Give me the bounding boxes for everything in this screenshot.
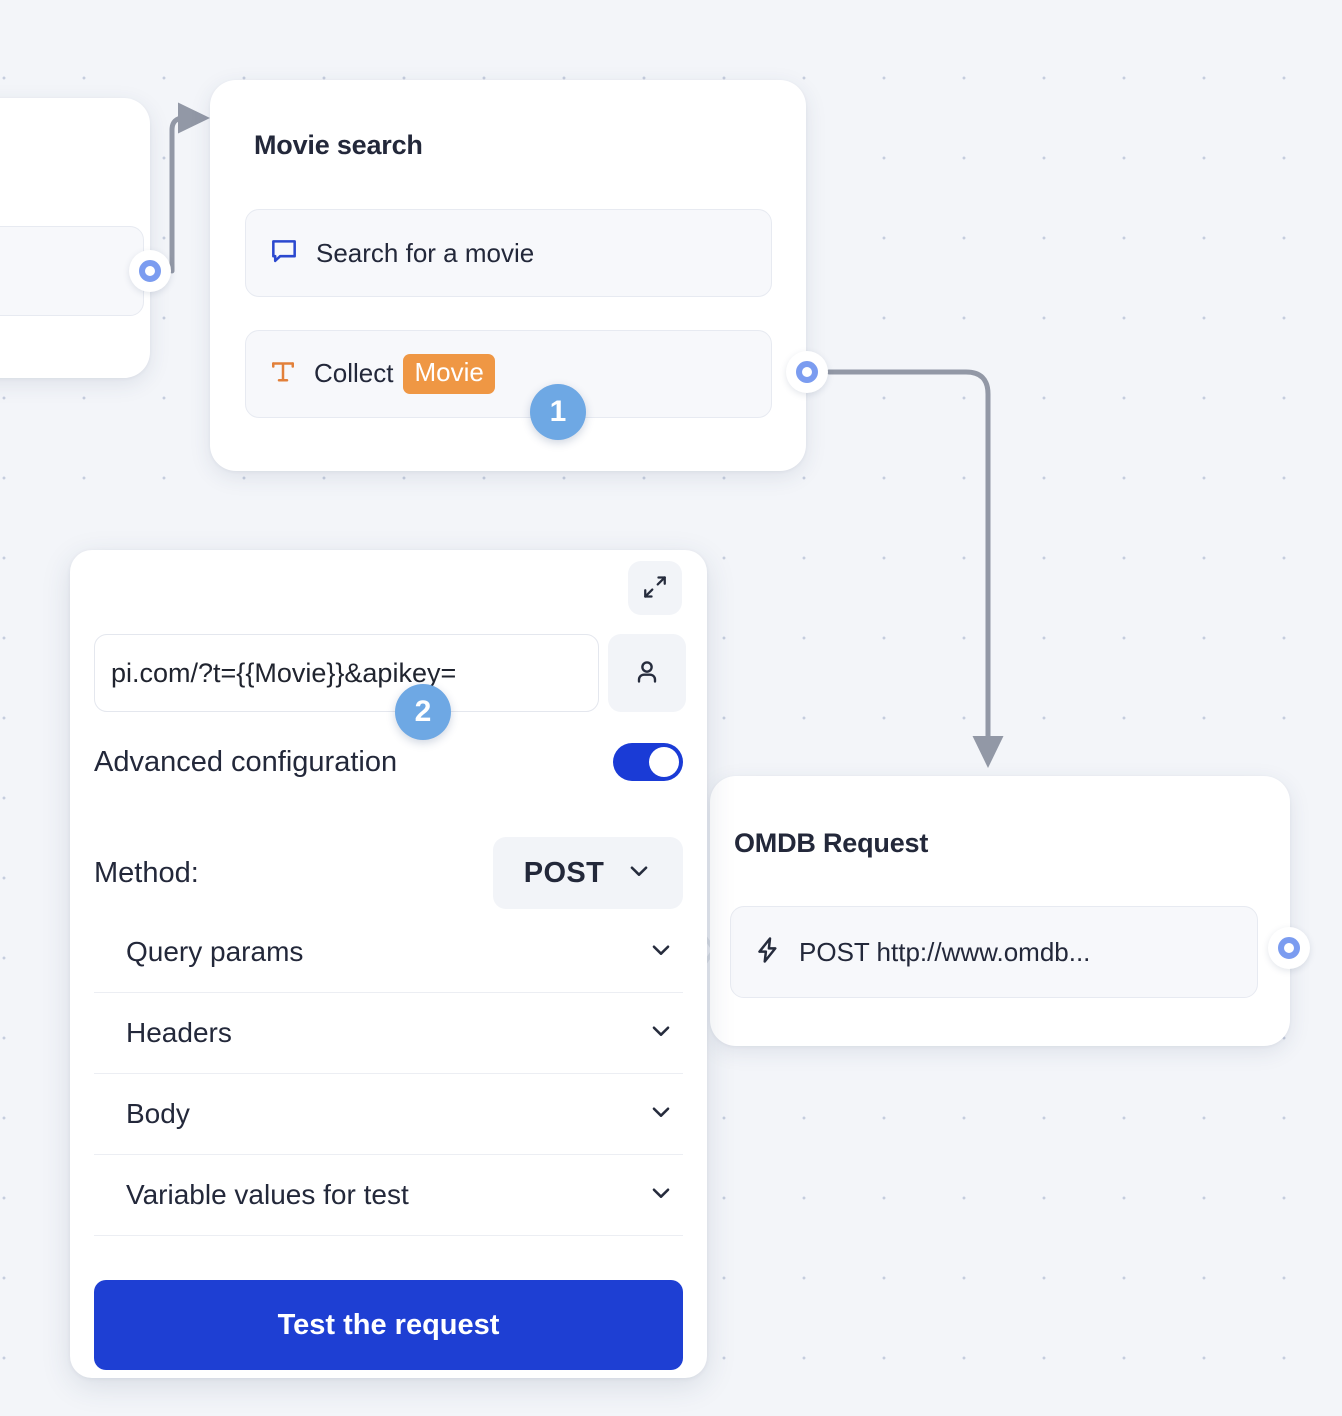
person-icon [632, 657, 662, 690]
chevron-down-icon [648, 1018, 674, 1049]
advanced-configuration-toggle[interactable] [613, 743, 683, 781]
node-movie-search-title: Movie search [254, 130, 423, 160]
advanced-configuration-row[interactable]: Advanced configuration [94, 743, 683, 781]
text-type-icon [268, 357, 298, 392]
section-headers[interactable]: Headers [94, 993, 683, 1074]
callout-badge-2: 2 [395, 684, 451, 740]
node-row-collect-movie[interactable]: Collect Movie [245, 330, 772, 418]
section-variable-values-for-test[interactable]: Variable values for test [94, 1155, 683, 1236]
method-label: Method: [94, 856, 199, 889]
wire-partial-to-movie-search [169, 102, 210, 274]
node-movie-search[interactable]: Movie search Search for a movie [210, 80, 806, 471]
test-the-request-button[interactable]: Test the request [94, 1280, 683, 1370]
node-row-omdb-label: POST http://www.omdb... [799, 936, 1091, 967]
node-row-search-for-a-movie[interactable]: Search for a movie [245, 209, 772, 297]
port-partial-node-output[interactable] [129, 250, 171, 292]
chevron-down-icon [648, 1180, 674, 1211]
callout-badge-1: 1 [530, 384, 586, 440]
chevron-down-icon [648, 1099, 674, 1130]
advanced-configuration-label: Advanced configuration [94, 745, 398, 778]
node-omdb-request-title: OMDB Request [734, 828, 929, 858]
expand-panel-button[interactable] [628, 561, 682, 615]
chevron-down-icon [626, 858, 652, 889]
section-body[interactable]: Body [94, 1074, 683, 1155]
port-omdb-request-output[interactable] [1268, 927, 1310, 969]
node-row-collect-label: Collect Movie [314, 354, 495, 394]
section-variable-values-label: Variable values for test [126, 1179, 409, 1210]
lightning-bolt-icon [753, 935, 783, 970]
toggle-knob [649, 747, 679, 777]
section-headers-label: Headers [126, 1017, 232, 1048]
method-row: Method: POST [94, 837, 683, 909]
request-auth-button[interactable] [608, 634, 686, 712]
chat-bubble-icon [268, 235, 300, 272]
wire-movie-search-to-omdb [826, 369, 1004, 768]
node-row-collect-text: Collect [314, 358, 394, 389]
node-row-omdb-post[interactable]: POST http://www.omdb... [730, 906, 1258, 998]
port-movie-search-output[interactable] [786, 351, 828, 393]
request-sections-accordion: Query params Headers Body [94, 912, 683, 1236]
node-omdb-request[interactable]: OMDB Request POST http://www.omdb... [710, 776, 1290, 1046]
node-row-search-label: Search for a movie [316, 237, 535, 268]
request-url-input[interactable] [94, 634, 599, 712]
section-body-label: Body [126, 1098, 190, 1129]
request-url-area[interactable] [94, 634, 686, 712]
method-value: POST [523, 856, 605, 889]
partial-node[interactable] [0, 98, 150, 378]
chevron-down-icon [648, 937, 674, 968]
variable-chip-movie[interactable]: Movie [403, 354, 495, 394]
method-select[interactable]: POST [493, 837, 683, 909]
request-config-panel[interactable]: Advanced configuration Method: POST Quer… [70, 550, 707, 1378]
section-query-params-label: Query params [126, 936, 304, 967]
partial-node-row[interactable] [0, 226, 144, 316]
section-query-params[interactable]: Query params [94, 912, 683, 993]
expand-diagonal-icon [642, 574, 668, 603]
